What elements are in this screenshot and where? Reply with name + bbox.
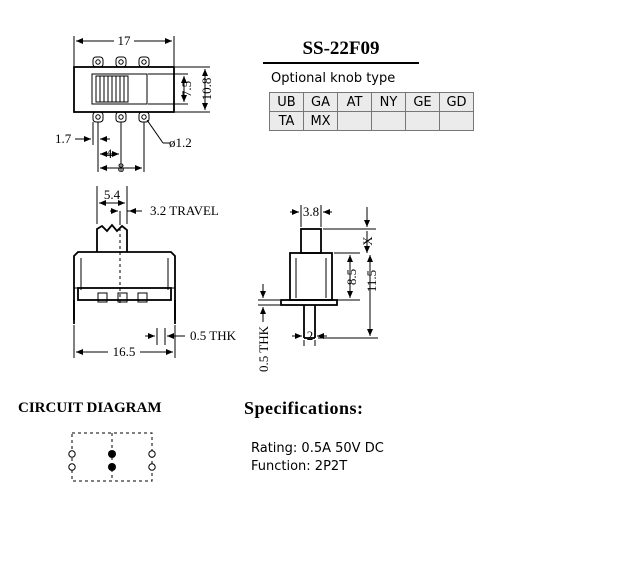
table-cell: UB (269, 92, 304, 112)
dim-4: 4 (106, 146, 113, 161)
dim-5-4: 5.4 (104, 187, 121, 202)
front-view: 5.4 3.2 TRAVEL 16.5 0.5 THK (73, 186, 237, 359)
dim-8-5: 8.5 (344, 269, 359, 285)
dim-1-7: 1.7 (55, 131, 72, 146)
front-view-knob (96, 223, 128, 252)
dim-10-8: 10.8 (199, 78, 214, 101)
circuit-diagram (68, 432, 156, 482)
table-cell: GD (439, 92, 474, 112)
front-view-housing (73, 251, 176, 320)
dim-11-5: 11.5 (364, 270, 379, 292)
table-cell: NY (371, 92, 406, 112)
dim-thk-front: 0.5 THK (190, 328, 237, 343)
circuit-diagram-title: CIRCUIT DIAGRAM (18, 400, 162, 416)
dim-x: X (360, 236, 375, 246)
specifications-title: Specifications: (244, 398, 364, 418)
table-cell: GE (405, 92, 440, 112)
dim-8: 8 (118, 160, 125, 175)
table-row: UB GA AT NY GE GD (269, 92, 474, 112)
table-cell (439, 111, 474, 131)
dim-3-8: 3.8 (303, 204, 319, 219)
table-cell: TA (269, 111, 304, 131)
spec-rating: Rating: 0.5A 50V DC (251, 441, 384, 456)
dim-hole-diameter: ø1.2 (169, 135, 192, 150)
side-view-knob (300, 228, 322, 254)
table-cell: GA (303, 92, 338, 112)
dim-2: 2 (307, 328, 314, 343)
knob-ridges (99, 76, 125, 102)
table-cell: MX (303, 111, 338, 131)
dim-16-5: 16.5 (113, 344, 136, 359)
table-cell (371, 111, 406, 131)
knob-type-table: UB GA AT NY GE GD TA MX (269, 92, 474, 131)
dim-thk-side: 0.5 THK (256, 325, 271, 372)
dim-7-5: 7.5 (179, 81, 194, 97)
table-row: TA MX (269, 111, 474, 131)
table-cell: AT (337, 92, 372, 112)
dim-travel: 3.2 TRAVEL (150, 203, 219, 218)
table-cell (405, 111, 440, 131)
spec-function: Function: 2P2T (251, 459, 348, 474)
table-cell (337, 111, 372, 131)
top-view-slot (91, 73, 148, 105)
side-view: 3.8 X 8.5 11.5 2 0.5 THK (256, 204, 379, 372)
model-number: SS-22F09 (263, 36, 419, 64)
top-view: 17 7.5 10.8 1.7 4 8 ø1.2 (55, 33, 214, 175)
knob-table-title: Optional knob type (271, 71, 396, 86)
bottom-pins (92, 111, 150, 123)
top-pins (92, 56, 150, 68)
dim-17: 17 (118, 33, 132, 48)
